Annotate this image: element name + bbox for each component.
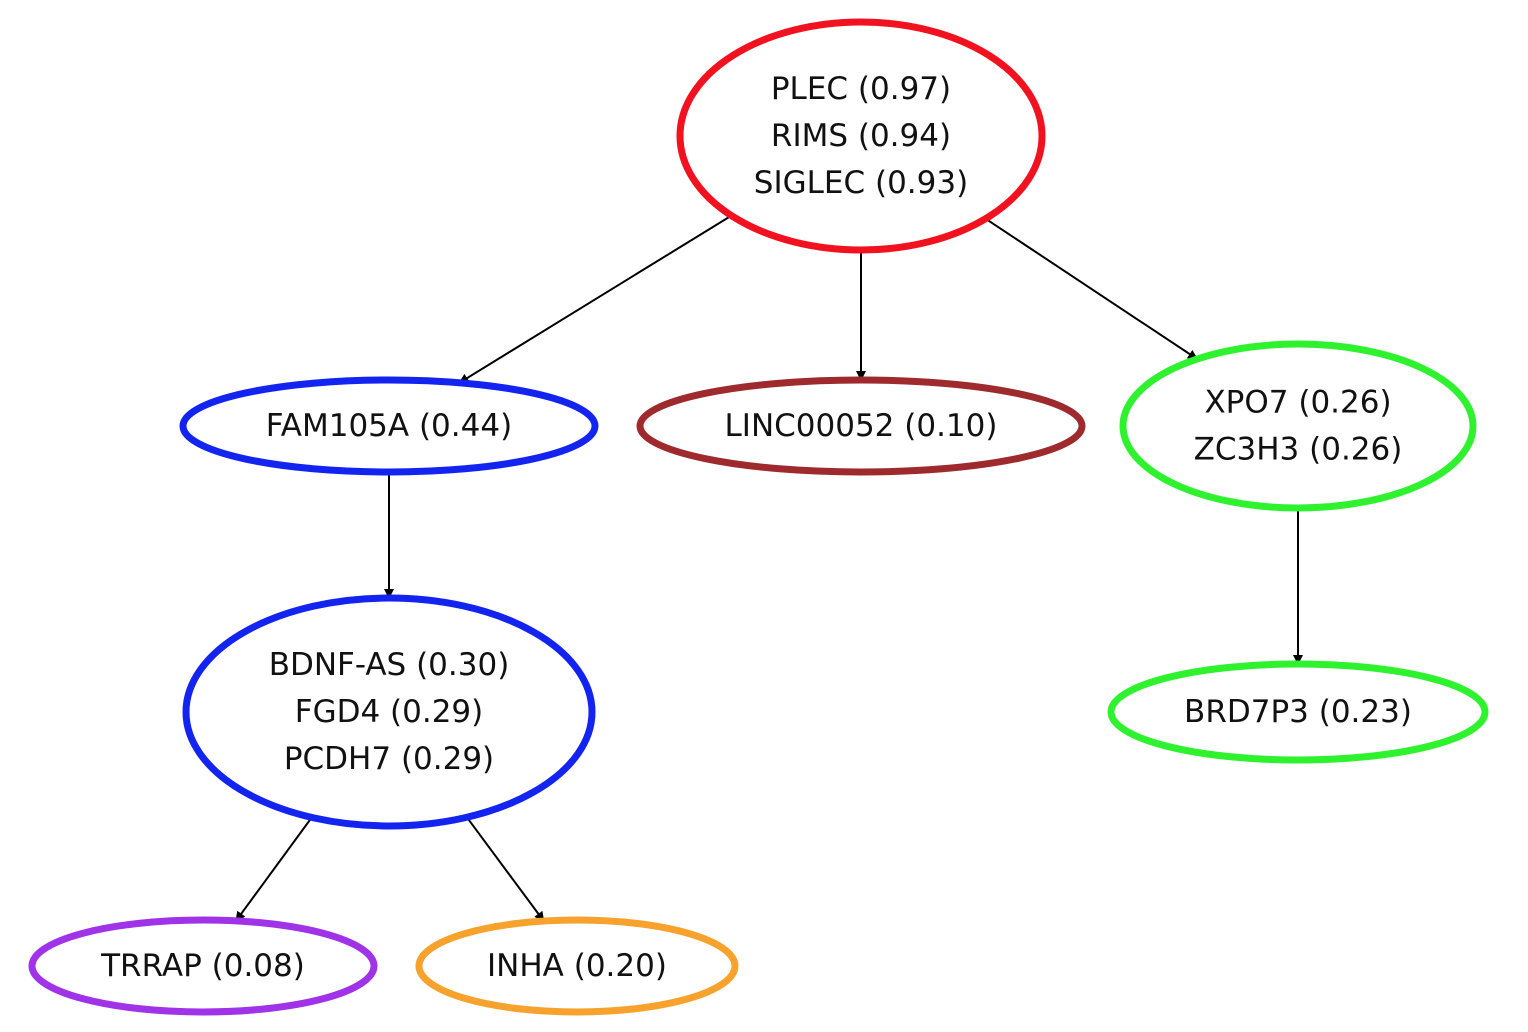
node-xpo7-zc3h3[interactable]: XPO7 (0.26) ZC3H3 (0.26): [1119, 340, 1477, 512]
node-brd7p3-label: BRD7P3 (0.23): [1184, 694, 1412, 730]
edge-n1-to-n4: [985, 217, 1198, 360]
node-fam105a[interactable]: FAM105A (0.44): [179, 376, 599, 476]
node-brd7p3[interactable]: BRD7P3 (0.23): [1107, 660, 1489, 764]
node-plec-rims-siglec-label: PLEC (0.97): [771, 71, 951, 107]
node-inha-label: INHA (0.20): [487, 948, 667, 984]
node-inha-ellipse: [415, 916, 739, 1016]
node-plec-rims-siglec-label: RIMS (0.94): [771, 118, 951, 154]
node-plec-rims-siglec-ellipse: [676, 18, 1046, 254]
node-linc00052[interactable]: LINC00052 (0.10): [636, 376, 1086, 476]
node-plec-rims-siglec-label: SIGLEC (0.93): [754, 165, 968, 201]
node-xpo7-zc3h3-label: ZC3H3 (0.26): [1194, 432, 1403, 468]
node-bdnf-as-fgd4-pcdh7-ellipse: [182, 594, 596, 830]
node-xpo7-zc3h3-label: XPO7 (0.26): [1204, 385, 1391, 421]
node-trrap-label: TRRAP (0.08): [100, 948, 305, 984]
node-trrap-ellipse: [28, 916, 378, 1016]
node-plec-rims-siglec[interactable]: PLEC (0.97) RIMS (0.94) SIGLEC (0.93): [676, 18, 1046, 254]
node-brd7p3-ellipse: [1107, 660, 1489, 764]
node-bdnf-as-fgd4-pcdh7-label: BDNF-AS (0.30): [269, 647, 510, 683]
node-xpo7-zc3h3-ellipse: [1119, 340, 1477, 512]
edges-layer: [235, 214, 1303, 922]
node-bdnf-as-fgd4-pcdh7-label: FGD4 (0.29): [295, 694, 484, 730]
edge-n5-to-n7: [235, 816, 313, 922]
nodes-layer: PLEC (0.97) RIMS (0.94) SIGLEC (0.93) FAM10…: [28, 18, 1489, 1016]
edge-n5-to-n8: [466, 816, 545, 922]
node-trrap[interactable]: TRRAP (0.08): [28, 916, 378, 1016]
node-fam105a-ellipse: [179, 376, 599, 476]
node-inha[interactable]: INHA (0.20): [415, 916, 739, 1016]
edge-n1-to-n2: [458, 214, 732, 384]
node-bdnf-as-fgd4-pcdh7-label: PCDH7 (0.29): [284, 741, 494, 777]
node-linc00052-ellipse: [636, 376, 1086, 476]
node-fam105a-label: FAM105A (0.44): [266, 408, 512, 444]
node-bdnf-as-fgd4-pcdh7[interactable]: BDNF-AS (0.30) FGD4 (0.29) PCDH7 (0.29): [182, 594, 596, 830]
node-linc00052-label: LINC00052 (0.10): [725, 408, 998, 444]
